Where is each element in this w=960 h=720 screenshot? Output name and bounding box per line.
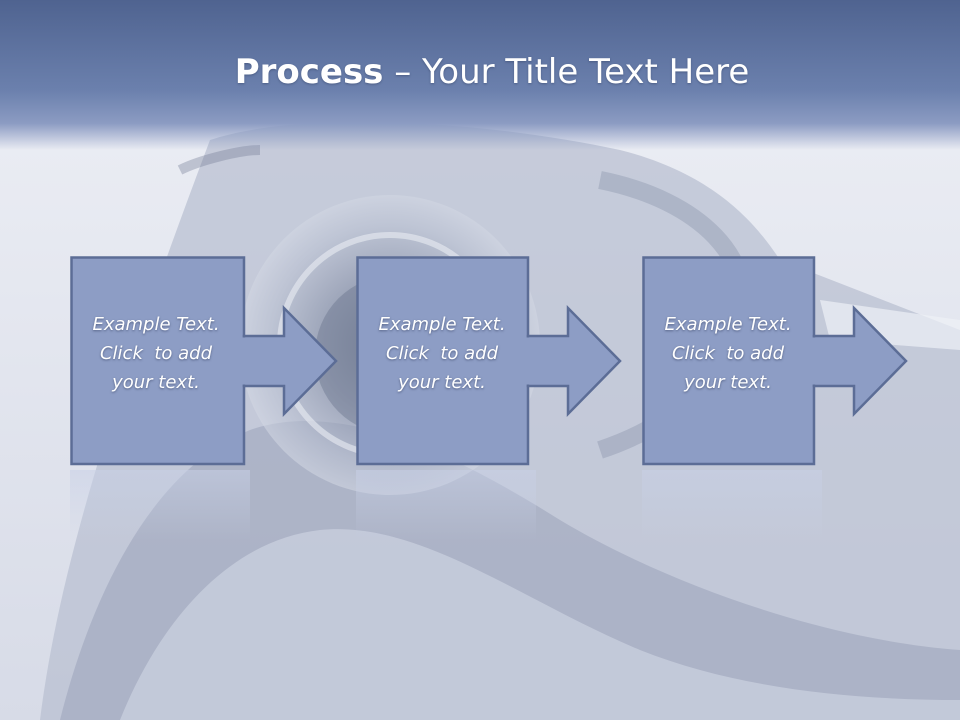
step-text-line-2: Click to add bbox=[385, 343, 498, 364]
step-arrow-shape bbox=[356, 256, 622, 466]
step-text-line-3: your text. bbox=[112, 372, 200, 393]
step-text-line-3: your text. bbox=[398, 372, 486, 393]
process-step-1[interactable]: Example Text. Click to add your text. bbox=[70, 256, 340, 540]
step-text-line-3: your text. bbox=[684, 372, 772, 393]
step-text: Example Text. Click to add your text. bbox=[648, 310, 808, 397]
step-reflection bbox=[642, 470, 822, 540]
step-reflection bbox=[70, 470, 250, 540]
process-step-3[interactable]: Example Text. Click to add your text. bbox=[642, 256, 912, 540]
step-arrow-shape bbox=[642, 256, 908, 466]
step-arrow-shape bbox=[70, 256, 338, 466]
step-reflection bbox=[356, 470, 536, 540]
process-step-2[interactable]: Example Text. Click to add your text. bbox=[356, 256, 626, 540]
slide-title[interactable]: Process – Your Title Text Here bbox=[0, 52, 960, 92]
step-text-line-1: Example Text. bbox=[378, 314, 506, 335]
step-text-line-2: Click to add bbox=[671, 343, 784, 364]
title-bold: Process bbox=[234, 52, 384, 92]
step-text-line-1: Example Text. bbox=[92, 314, 220, 335]
title-band bbox=[0, 0, 960, 150]
step-text: Example Text. Click to add your text. bbox=[362, 310, 522, 397]
step-text-line-1: Example Text. bbox=[664, 314, 792, 335]
step-text: Example Text. Click to add your text. bbox=[76, 310, 236, 397]
title-rest: – Your Title Text Here bbox=[383, 52, 750, 92]
step-text-line-2: Click to add bbox=[99, 343, 212, 364]
